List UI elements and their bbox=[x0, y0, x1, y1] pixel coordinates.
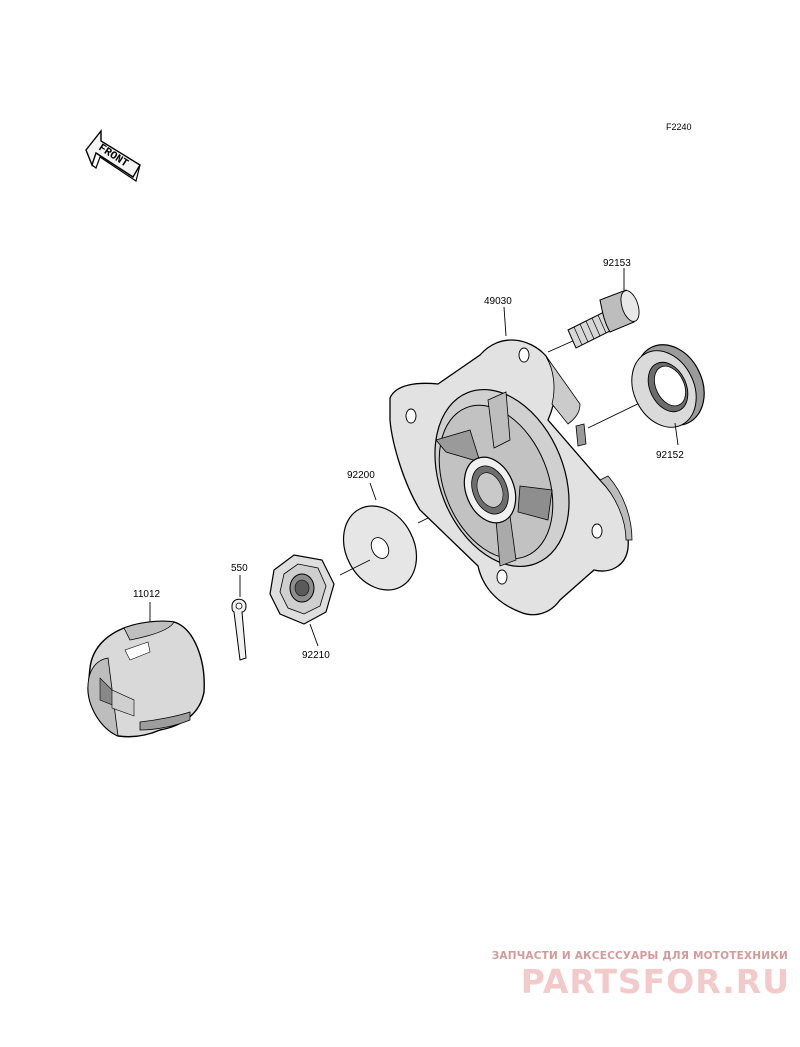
diagram-code: F2240 bbox=[666, 122, 692, 132]
part-49030-hub bbox=[389, 306, 633, 616]
part-92200-washer bbox=[342, 482, 418, 591]
part-label-92200: 92200 bbox=[347, 470, 375, 481]
part-label-92152: 92152 bbox=[656, 450, 684, 461]
front-arrow-icon: FRONT bbox=[85, 128, 141, 182]
part-92153-stud-bolt bbox=[567, 268, 640, 349]
part-label-550: 550 bbox=[231, 563, 248, 574]
part-label-49030: 49030 bbox=[484, 296, 512, 307]
part-92152-seal bbox=[631, 344, 705, 446]
part-92210-nut bbox=[269, 554, 335, 647]
watermark-brand-logo: PARTSFOR.RU bbox=[520, 962, 790, 1001]
part-label-92210: 92210 bbox=[302, 650, 330, 661]
watermark-tagline: ЗАПЧАСТИ И АКСЕССУАРЫ ДЛЯ МОТОТЕХНИКИ bbox=[491, 950, 788, 962]
part-label-11012: 11012 bbox=[133, 589, 161, 600]
part-label-92153: 92153 bbox=[603, 258, 631, 269]
part-11012-cap bbox=[87, 602, 205, 738]
part-550-cotter-pin bbox=[231, 575, 247, 661]
